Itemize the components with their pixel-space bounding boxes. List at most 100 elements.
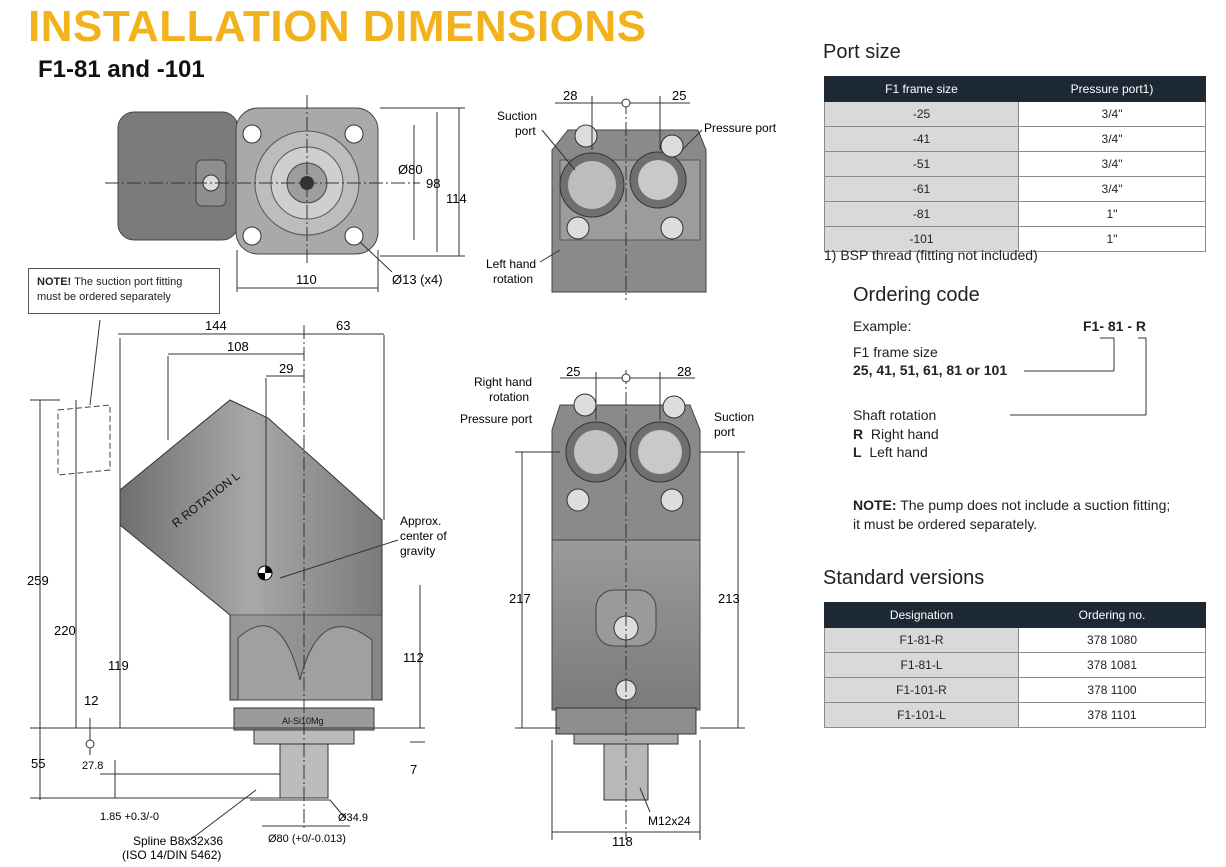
label-left-hand: Left hand: [486, 257, 536, 271]
dim-259: 259: [27, 573, 49, 588]
ordering-note-bold: NOTE:: [853, 497, 897, 513]
ordering-note-text-2: it must be ordered separately.: [853, 516, 1038, 532]
cell: 1": [1018, 201, 1206, 227]
label-spline-2: (ISO 14/DIN 5462): [122, 848, 221, 862]
rotation-left-option: L Left hand: [853, 444, 928, 460]
cell: -81: [824, 201, 1019, 227]
note-bold: NOTE!: [37, 276, 72, 288]
cell: 3/4": [1018, 176, 1206, 202]
frame-size-label: F1 frame size: [853, 344, 938, 360]
standard-versions-heading: Standard versions: [823, 567, 985, 589]
side-view-drawing: R ROTATION L Al-Si10Mg: [30, 319, 425, 841]
dim-98: 98: [426, 176, 440, 191]
cell: -61: [824, 176, 1019, 202]
port-size-col-frame: F1 frame size: [824, 76, 1019, 102]
cell: 3/4": [1018, 101, 1206, 127]
dim-213: 213: [718, 591, 740, 606]
dim-112: 112: [403, 650, 424, 665]
front-view-drawing: [105, 95, 465, 292]
label-suction-port-4: port: [714, 425, 735, 439]
rear-view-drawing: [515, 370, 745, 840]
dim-28-bottom: 28: [677, 364, 691, 379]
cell: -101: [824, 226, 1019, 252]
dim-28-top: 28: [563, 88, 577, 103]
cell: 1": [1018, 226, 1206, 252]
label-right-hand-2: rotation: [489, 390, 529, 404]
ordering-code-leader-lines: [1010, 337, 1147, 416]
label-right-hand: Right hand: [474, 375, 532, 389]
cell: F1-101-R: [824, 677, 1019, 703]
example-label: Example:: [853, 318, 912, 334]
note-text-2: must be ordered separately: [37, 291, 171, 303]
cell: 378 1101: [1018, 702, 1206, 728]
cell: -41: [824, 126, 1019, 152]
rotation-r-code: R: [853, 426, 864, 442]
rotation-l-text: Left hand: [869, 444, 928, 460]
cell: 378 1100: [1018, 677, 1206, 703]
dim-25-top: 25: [672, 88, 686, 103]
page-subtitle: F1-81 and -101: [38, 56, 205, 83]
dim-220: 220: [54, 623, 76, 638]
versions-col-designation: Designation: [824, 602, 1019, 628]
ordering-note: NOTE: The pump does not include a suctio…: [853, 496, 1170, 534]
ordering-note-text: The pump does not include a suction fitt…: [896, 497, 1171, 513]
suction-fitting-note: NOTE! The suction port fitting must be o…: [28, 268, 220, 314]
frame-size-values: 25, 41, 51, 61, 81 or 101: [853, 362, 1008, 378]
label-approx-cg-3: gravity: [400, 544, 435, 558]
port-size-col-pressure: Pressure port1): [1018, 76, 1206, 102]
dim-25-bottom: 25: [566, 364, 580, 379]
cell: 3/4": [1018, 126, 1206, 152]
label-pressure-port: Pressure port: [704, 121, 777, 135]
dim-7: 7: [410, 762, 417, 777]
cell: -51: [824, 151, 1019, 177]
dim-d80-tol: Ø80 (+0/-0.013): [268, 833, 346, 845]
note-text: The suction port fitting: [71, 276, 183, 288]
versions-col-ordering-no: Ordering no.: [1018, 602, 1206, 628]
dim-144: 144: [205, 318, 227, 333]
alloy-label: Al-Si10Mg: [282, 716, 324, 726]
cell: 378 1080: [1018, 627, 1206, 653]
dim-55: 55: [31, 756, 45, 771]
label-approx-cg-2: center of: [400, 529, 447, 543]
rotation-l-code: L: [853, 444, 862, 460]
dim-m12: M12x24: [648, 814, 691, 828]
rotation-right-option: R Right hand: [853, 426, 939, 442]
dim-114: 114: [446, 191, 467, 206]
dim-63: 63: [336, 318, 350, 333]
dim-27-8: 27.8: [82, 760, 103, 772]
label-suction-port-2: port: [515, 124, 536, 138]
shaft-rotation-label: Shaft rotation: [853, 407, 937, 423]
cell: 3/4": [1018, 151, 1206, 177]
label-suction-port-3: Suction: [714, 410, 754, 424]
dim-119: 119: [108, 658, 129, 673]
label-approx-cg: Approx.: [400, 514, 441, 528]
dim-110: 110: [296, 272, 317, 287]
rotation-r-text: Right hand: [870, 426, 939, 442]
label-spline: Spline B8x32x36: [133, 834, 223, 848]
port-size-footnote: 1) BSP thread (fitting not included): [824, 247, 1038, 263]
cell: F1-101-L: [824, 702, 1019, 728]
ordering-code-heading: Ordering code: [853, 284, 980, 306]
dim-12: 12: [84, 693, 98, 708]
cell: F1-81-L: [824, 652, 1019, 678]
cell: 378 1081: [1018, 652, 1206, 678]
page-title: INSTALLATION DIMENSIONS: [28, 2, 647, 51]
label-left-hand-2: rotation: [493, 272, 533, 286]
dim-29: 29: [279, 361, 293, 376]
dim-108: 108: [227, 339, 249, 354]
dim-217: 217: [509, 591, 531, 606]
dim-d13: Ø13 (x4): [392, 272, 443, 287]
dim-118: 118: [612, 834, 633, 849]
technical-drawings: Ø80 98 114 110 Ø13 (x4) 28 25 Suction po…: [27, 88, 777, 862]
label-suction-port: Suction: [497, 109, 537, 123]
